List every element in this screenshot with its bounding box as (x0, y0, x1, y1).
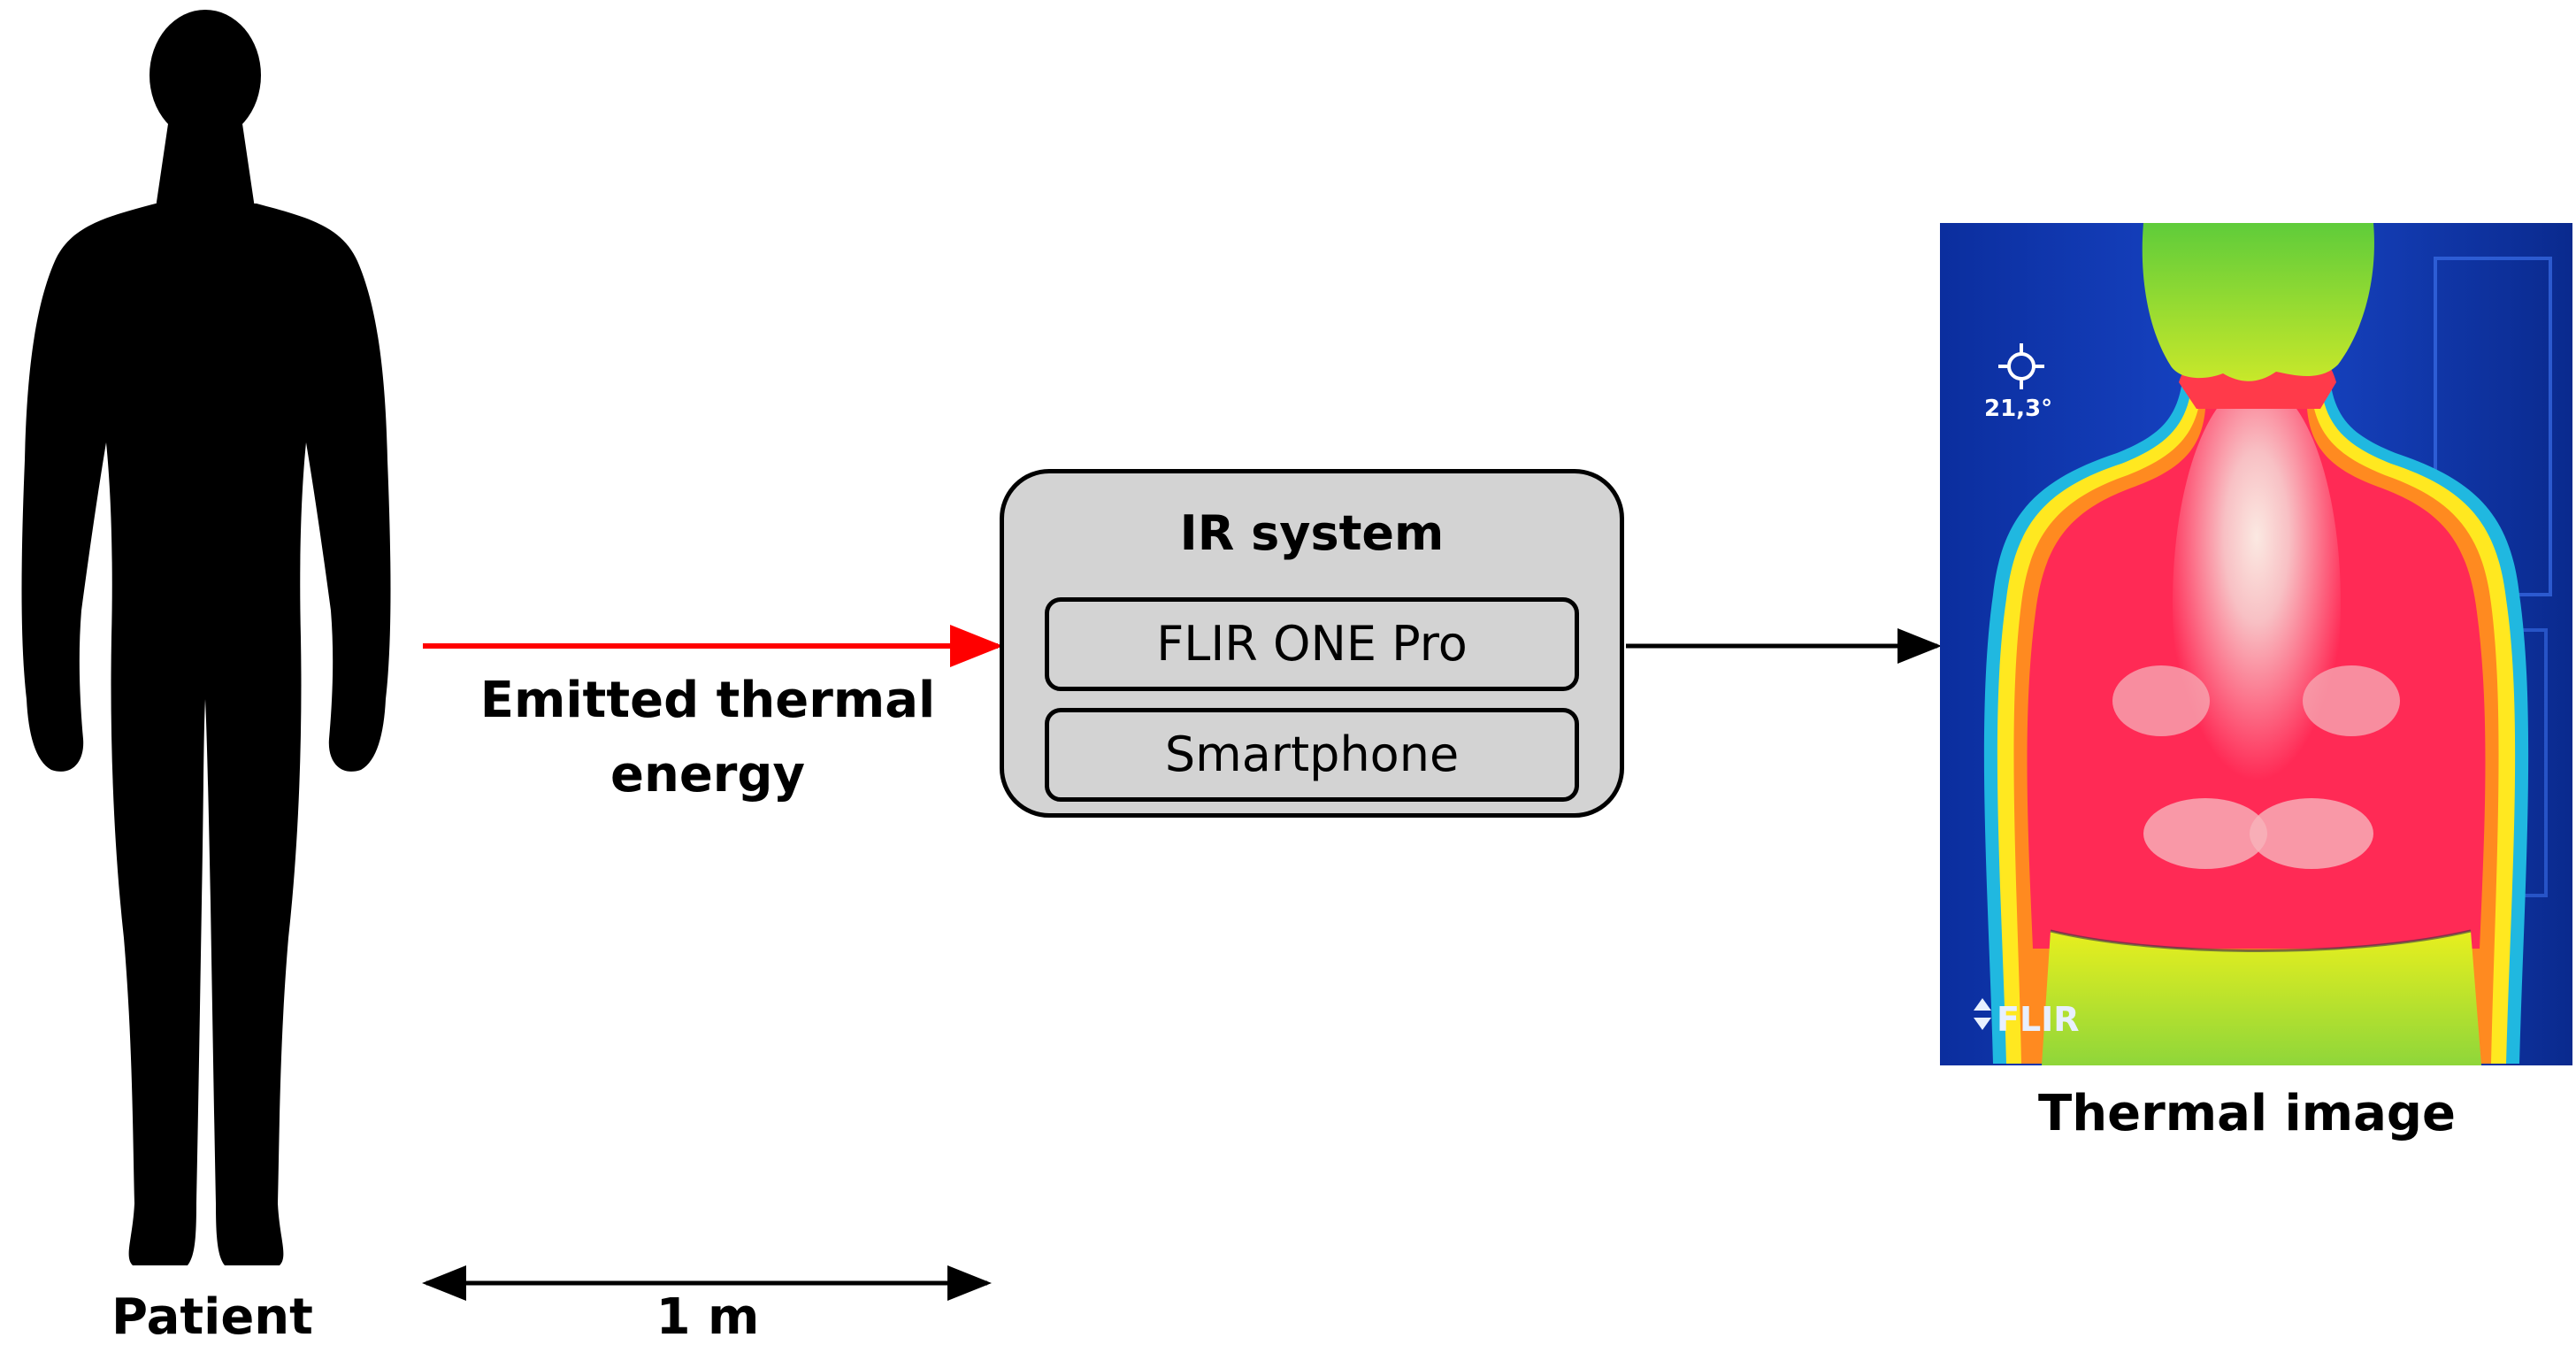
ir-system-title: IR system (1179, 505, 1445, 561)
patient-label: Patient (111, 1288, 313, 1346)
flir-brand-text: FLIR (1997, 1000, 2080, 1039)
flir-logo-icon (1974, 998, 1991, 1030)
smartphone-box: Smartphone (1045, 708, 1579, 802)
distance-label: 1 m (656, 1288, 760, 1346)
energy-label: Emitted thermal energy (442, 664, 973, 812)
thermal-image-label: Thermal image (2038, 1085, 2456, 1142)
energy-label-line-1: Emitted thermal (479, 672, 936, 729)
crosshair-icon (1998, 343, 2044, 389)
ir-system-box: IR system FLIR ONE Pro Smartphone (1000, 469, 1624, 818)
flir-one-pro-box: FLIR ONE Pro (1045, 597, 1579, 691)
energy-label-line-2: energy (610, 746, 806, 803)
temperature-readout: 21,3° (1984, 396, 2053, 422)
thermal-image: 21,3° FLIR (1940, 223, 2572, 1065)
